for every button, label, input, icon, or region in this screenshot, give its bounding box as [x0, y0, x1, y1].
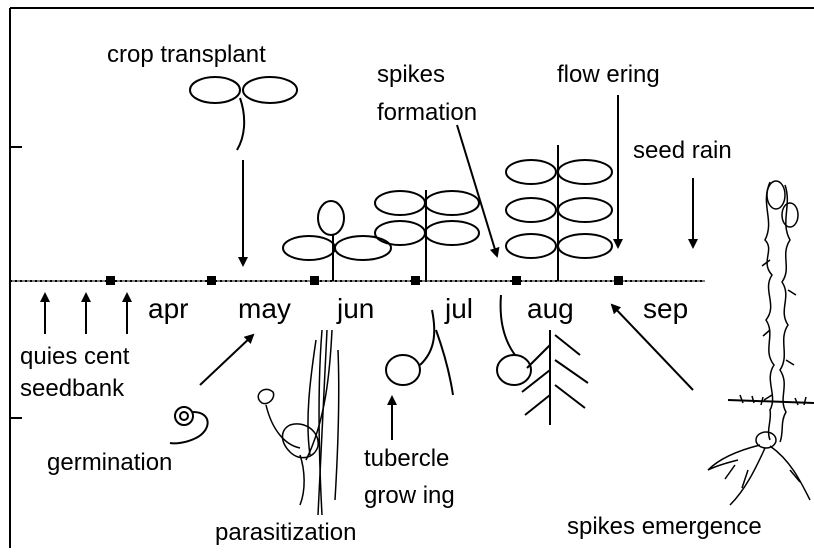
crop-plant-medium-icon	[375, 190, 479, 281]
seedling-icon	[190, 77, 297, 150]
label-crop-transplant: crop transplant	[107, 41, 266, 68]
month-marker	[207, 276, 216, 285]
time-axis	[10, 276, 705, 285]
month-label-sep: sep	[643, 293, 688, 324]
month-marker	[411, 276, 420, 285]
host-root-branches-icon	[522, 330, 588, 425]
label-tubercle-line2: grow ing	[364, 482, 455, 509]
crop-plant-large-icon	[506, 145, 612, 281]
month-label-aug: aug	[527, 293, 574, 324]
label-parasitization: parasitization	[215, 519, 356, 546]
month-labels: apr may jun jul aug sep	[148, 293, 688, 324]
month-label-may: may	[238, 293, 291, 324]
label-spikes-formation-line2: formation	[377, 99, 477, 126]
crop-plant-small-icon	[283, 201, 391, 281]
month-marker	[614, 276, 623, 285]
month-marker	[106, 276, 115, 285]
month-label-apr: apr	[148, 293, 188, 324]
label-spikes-formation-line1: spikes	[377, 61, 445, 88]
germinating-seed-icon	[170, 407, 208, 443]
label-quiescent-line2: seedbank	[20, 375, 125, 402]
broomrape-spike-icon	[708, 181, 814, 505]
label-flowering: flow ering	[557, 61, 660, 88]
month-marker	[310, 276, 319, 285]
host-root-attachment-icon	[258, 330, 339, 515]
label-germination: germination	[47, 449, 172, 476]
label-seed-rain: seed rain	[633, 137, 732, 164]
label-spikes-emergence: spikes emergence	[567, 513, 762, 540]
month-label-jul: jul	[444, 293, 473, 324]
month-label-jun: jun	[336, 293, 374, 324]
month-marker	[512, 276, 521, 285]
label-tubercle-line1: tubercle	[364, 445, 449, 472]
label-quiescent-line1: quies cent	[20, 343, 130, 370]
arrow-germination	[200, 335, 253, 385]
